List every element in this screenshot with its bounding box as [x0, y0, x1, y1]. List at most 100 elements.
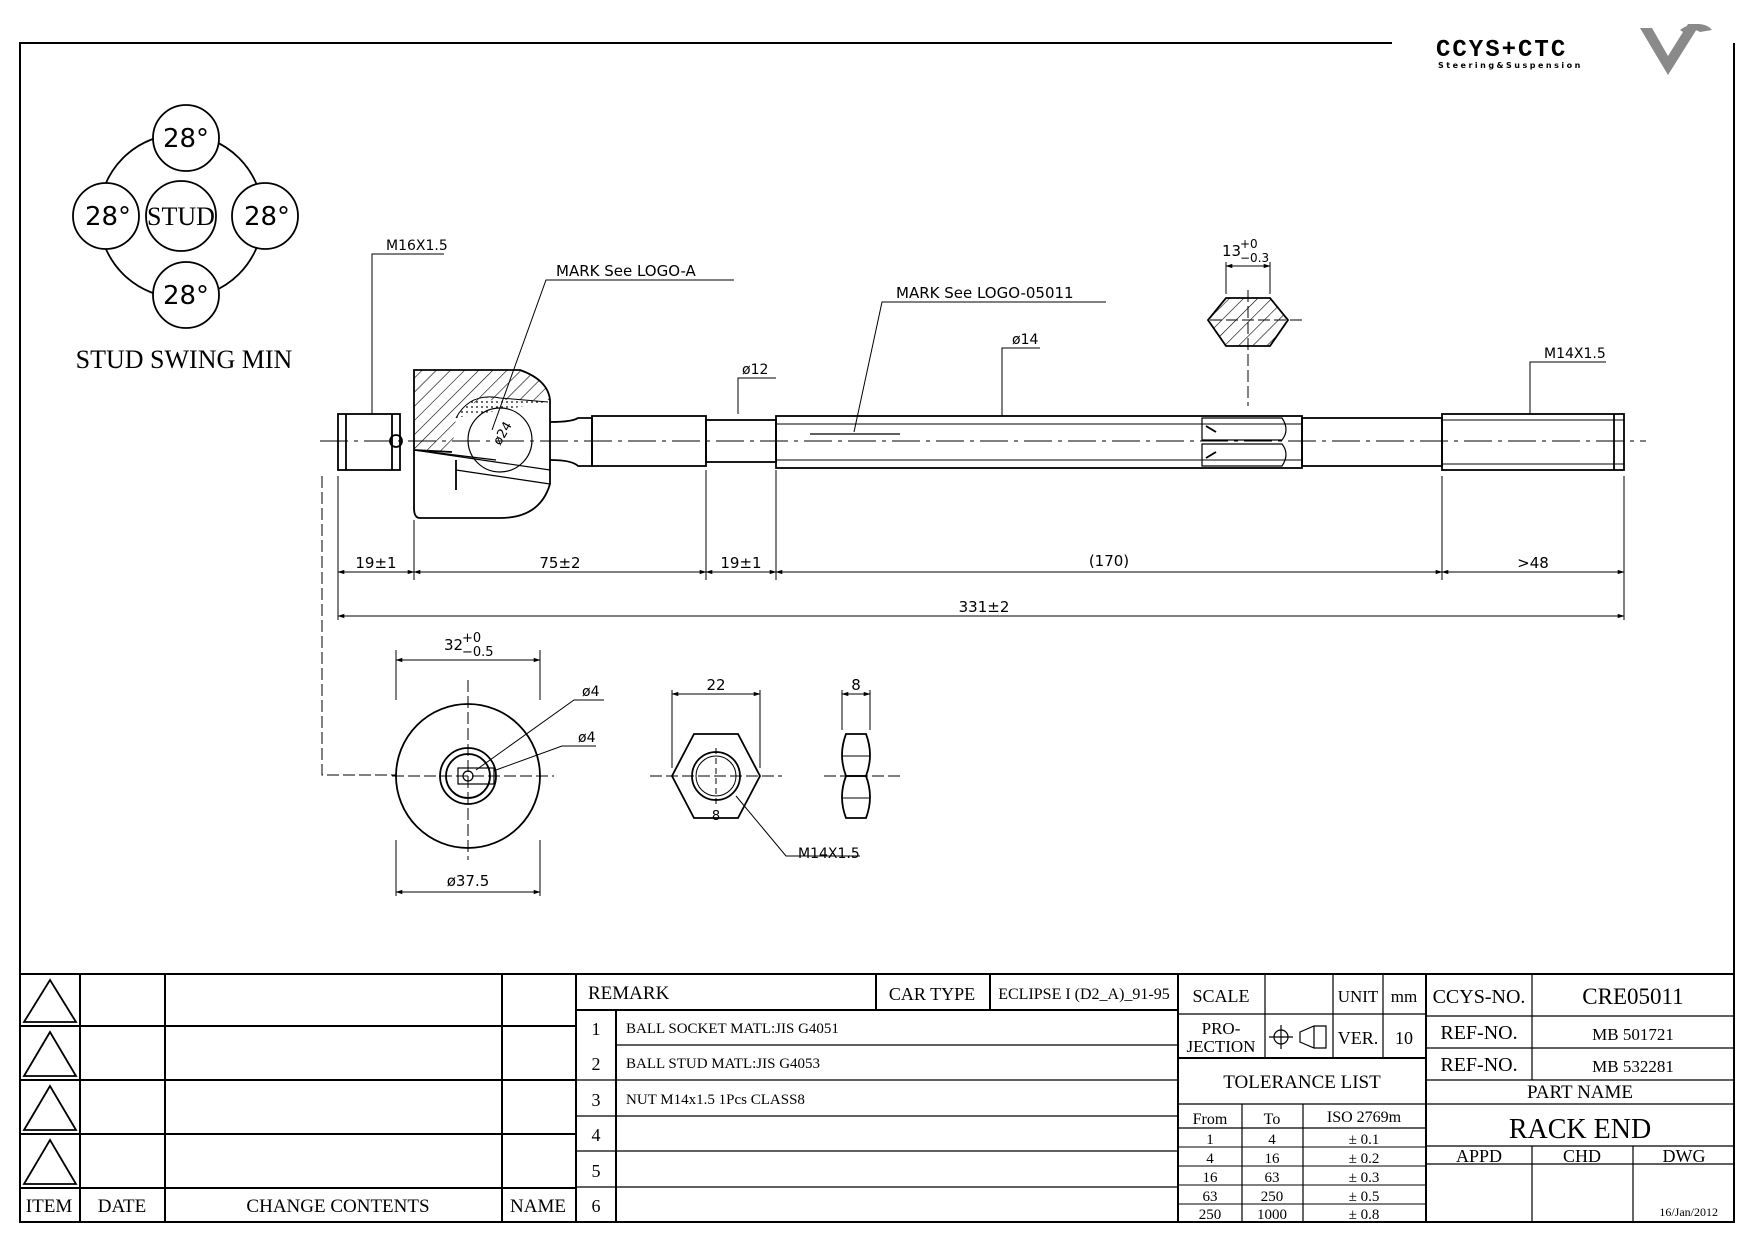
revision-triangle-icon	[22, 978, 78, 1023]
logo-swoosh-icon	[1680, 24, 1712, 34]
remark-text: BALL SOCKET MATL:JIS G4051	[626, 1021, 839, 1037]
callout-dia14: ø14	[1012, 332, 1038, 348]
nut-side-view	[824, 690, 900, 819]
projection-symbol-icon	[1269, 1025, 1327, 1049]
drawn-label: DWG	[1663, 1146, 1706, 1166]
rev-header-item: ITEM	[26, 1196, 73, 1217]
tol-value: ± 0.8	[1349, 1207, 1380, 1223]
ver-value: 10	[1395, 1028, 1413, 1048]
callout-leaders	[371, 253, 1606, 433]
company-logo: CCYS+CTC Steering&Suspension	[1436, 24, 1712, 75]
ver-label: VER.	[1338, 1028, 1379, 1048]
tolerance-title: TOLERANCE LIST	[1223, 1072, 1381, 1093]
stud-swing-diagram	[72, 104, 299, 329]
socket-width-lower: −0.5	[462, 645, 494, 660]
ref-no-label: REF-NO.	[1440, 1054, 1517, 1076]
dim-thread-length: >48	[1517, 554, 1549, 572]
part-name-label: PART NAME	[1527, 1082, 1633, 1103]
flat-dim-upper: +0	[1240, 237, 1258, 251]
ref-no-value: MB 532281	[1592, 1057, 1674, 1076]
wrench-flat-upper	[1201, 417, 1287, 441]
tol-from: 4	[1206, 1151, 1214, 1167]
tol-from: 1	[1206, 1132, 1214, 1148]
tol-to: 250	[1261, 1189, 1284, 1205]
revision-table-headers: ITEM DATE CHANGE CONTENTS NAME	[26, 1196, 566, 1217]
callout-m14-right: M14X1.5	[1544, 346, 1606, 362]
projection-label-2: JECTION	[1187, 1037, 1256, 1056]
stud-center-circle	[145, 180, 217, 252]
car-type-value: ECLIPSE I (D2_A)_91-95	[998, 986, 1170, 1003]
swing-circle-top	[152, 104, 220, 172]
ref-no-label: REF-NO.	[1440, 1022, 1517, 1044]
remark-text: NUT M14x1.5 1Pcs CLASS8	[626, 1092, 805, 1108]
tol-to: 1000	[1257, 1207, 1287, 1223]
tol-from: 63	[1203, 1189, 1218, 1205]
tol-from: 250	[1199, 1207, 1222, 1223]
ccys-no-label: CCYS-NO.	[1433, 986, 1526, 1008]
car-type-label: CAR TYPE	[889, 984, 975, 1004]
socket-hole-1: ø4	[582, 684, 600, 700]
nut-thread: M14X1.5	[798, 846, 860, 862]
dim-overall-length: 331±2	[959, 598, 1010, 616]
socket-hole-2: ø4	[578, 730, 596, 746]
socket-neck	[549, 417, 593, 467]
part-info-block: CCYS-NO. CRE05011 REF-NO. MB 501721 REF-…	[1433, 984, 1718, 1219]
swing-value-top: 28°	[163, 124, 209, 154]
nut-across-flats: 22	[706, 676, 725, 694]
dim-neck-length: 19±1	[720, 554, 761, 572]
remark-no: 1	[592, 1019, 601, 1039]
unit-value: mm	[1391, 987, 1417, 1006]
socket-width-upper: +0	[462, 631, 481, 646]
checked-label: CHD	[1563, 1146, 1601, 1166]
tolerance-rows: 1 4 ± 0.1 4 16 ± 0.2 16 63 ± 0.3 63 250 …	[1199, 1132, 1380, 1223]
tol-from: 16	[1203, 1170, 1219, 1186]
remark-no: 2	[592, 1054, 601, 1074]
tol-to: 63	[1265, 1170, 1280, 1186]
stud-swing-caption: STUD SWING MIN	[76, 345, 293, 374]
projection-label-1: PRO-	[1202, 1019, 1241, 1038]
rev-header-change: CHANGE CONTENTS	[246, 1196, 429, 1217]
swing-value-bottom: 28°	[163, 281, 209, 311]
unit-label: UNIT	[1338, 987, 1379, 1006]
remark-no: 3	[592, 1090, 601, 1110]
dim-socket-length: 75±2	[539, 554, 580, 572]
scale-label: SCALE	[1192, 986, 1249, 1006]
ccys-no-value: CRE05011	[1582, 984, 1683, 1009]
tol-to: 16	[1265, 1151, 1281, 1167]
tol-value: ± 0.5	[1349, 1189, 1380, 1205]
tol-header-from: From	[1193, 1111, 1228, 1128]
drawing-date: 16/Jan/2012	[1659, 1205, 1718, 1219]
stud-thread	[337, 413, 401, 471]
callout-mark-logo-a: MARK See LOGO-A	[556, 262, 697, 280]
remark-no: 4	[592, 1125, 601, 1145]
rev-header-name: NAME	[510, 1196, 566, 1217]
approved-label: APPD	[1456, 1146, 1502, 1166]
flat-dim-lower: −0.3	[1240, 251, 1269, 265]
remark-text: BALL STUD MATL:JIS G4053	[626, 1056, 820, 1072]
title-block	[20, 973, 1734, 1222]
socket-end-view	[392, 650, 604, 896]
callout-m16: M16X1.5	[386, 238, 448, 254]
callout-mark-logo-05011: MARK See LOGO-05011	[896, 284, 1074, 302]
rev-header-date: DATE	[98, 1196, 147, 1217]
tol-value: ± 0.2	[1349, 1151, 1380, 1167]
right-thread	[1441, 413, 1625, 471]
tol-header-to: To	[1264, 1111, 1281, 1128]
socket-outer-diameter: ø37.5	[447, 872, 490, 890]
dim-stud-length: 19±1	[355, 554, 396, 572]
logo-mark-icon	[1640, 24, 1700, 75]
socket-width-main: 32	[444, 636, 463, 654]
remarks-table: REMARK CAR TYPE ECLIPSE I (D2_A)_91-95 1…	[588, 983, 1170, 1216]
revision-triangle-icon	[22, 1030, 78, 1077]
rack-end-side-view	[320, 369, 1646, 776]
tol-value: ± 0.3	[1349, 1170, 1380, 1186]
remark-header: REMARK	[588, 983, 670, 1004]
remark-no: 6	[592, 1196, 601, 1216]
tol-header-iso: ISO 2769m	[1327, 1109, 1402, 1126]
spec-block: SCALE UNIT mm PRO- JECTION VER. 10	[1187, 986, 1418, 1056]
callout-dia12: ø12	[742, 362, 768, 378]
nut-inner-dim: 8	[712, 809, 720, 824]
tol-to: 4	[1268, 1132, 1276, 1148]
stud-label: STUD	[147, 202, 215, 231]
